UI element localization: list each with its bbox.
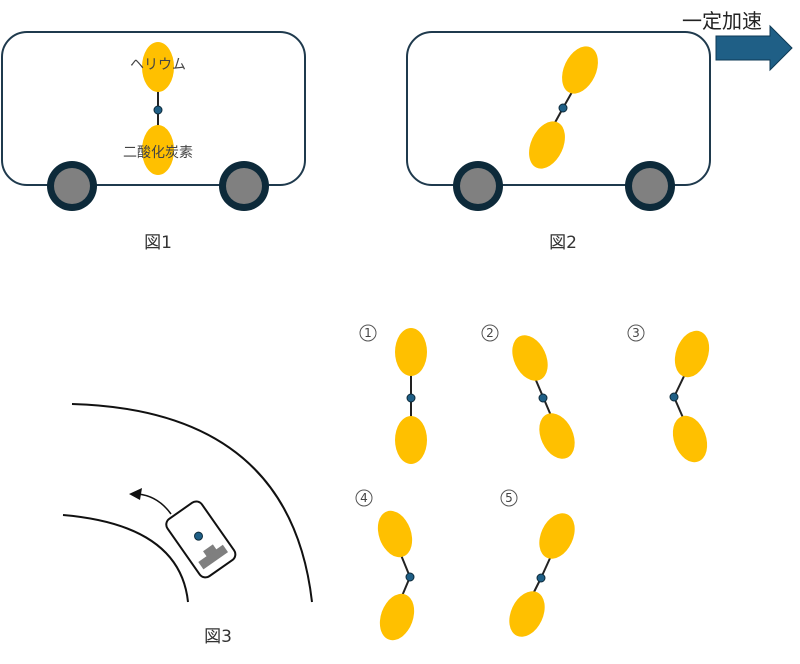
helium-balloon (562, 46, 598, 94)
option-5: 5 (500, 489, 575, 637)
pivot (558, 103, 568, 113)
balloon (379, 593, 415, 641)
figure-1: ヘリウム 二酸化炭素 図1 (1, 31, 306, 253)
option-4: 4 (355, 489, 415, 641)
acceleration-arrow-icon (715, 24, 793, 72)
helium-label: ヘリウム (130, 57, 186, 73)
pivot (669, 392, 679, 402)
balloon (539, 413, 575, 459)
pivot (405, 572, 415, 582)
option-1: 1 (359, 324, 427, 464)
helium-balloon (142, 42, 174, 92)
car-body (406, 31, 711, 186)
option-number: 4 (360, 491, 368, 505)
road-outer-edge (71, 403, 313, 603)
pivot (538, 393, 548, 403)
figure-3-caption: 図3 (204, 627, 232, 647)
wheel (453, 161, 503, 211)
pivot (153, 105, 163, 115)
direction-arrow (137, 493, 172, 515)
balloon (674, 330, 710, 378)
car-body (1, 31, 306, 186)
wheel (625, 161, 675, 211)
option-number: 5 (505, 491, 513, 505)
co2-label: 二酸化炭素 (123, 145, 193, 161)
wheel (47, 161, 97, 211)
figure-2: 一定加速 図2 (406, 9, 793, 253)
arrowhead-icon (129, 488, 142, 500)
co2-balloon (529, 121, 565, 169)
balloon (395, 416, 427, 464)
balloon (395, 328, 427, 376)
balloon (539, 513, 575, 559)
road-inner-edge (62, 514, 189, 603)
balloon (509, 591, 545, 637)
balloon (672, 415, 708, 463)
option-2: 2 (481, 324, 575, 459)
figure-3: 図3 (62, 403, 313, 647)
figure-2-caption: 図2 (549, 233, 577, 253)
pivot (406, 393, 416, 403)
pivot (536, 573, 546, 583)
co2-balloon (142, 125, 174, 175)
option-number: 2 (486, 326, 494, 340)
acceleration-label: 一定加速 (682, 9, 762, 33)
option-3: 3 (627, 324, 710, 463)
car-top-view (165, 500, 237, 579)
option-number: 1 (364, 326, 372, 340)
balloon (377, 510, 413, 558)
balloon (512, 335, 548, 381)
option-number: 3 (632, 326, 640, 340)
figure-1-caption: 図1 (144, 233, 172, 253)
wheel (219, 161, 269, 211)
